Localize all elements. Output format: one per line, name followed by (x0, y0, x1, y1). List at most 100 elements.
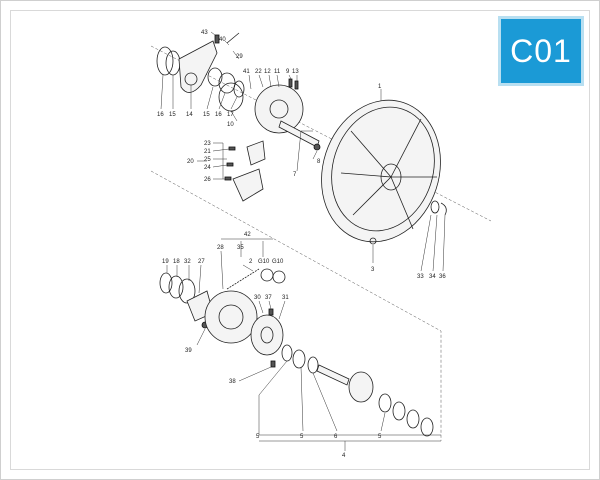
label-27: 27 (198, 259, 205, 265)
part-number-labels: 43 40 29 41 22 12 11 9 13 16 15 14 15 16… (157, 30, 446, 459)
label-16a: 16 (157, 112, 164, 118)
label-36: 36 (439, 274, 446, 280)
seal-5a (281, 344, 293, 362)
spacer-33 (430, 200, 440, 214)
label-18: 18 (173, 259, 180, 265)
label-39: 39 (185, 348, 192, 354)
chain-2 (226, 268, 260, 290)
label-11: 11 (274, 69, 281, 75)
bearing-32 (178, 278, 196, 304)
label-g10b: G10 (272, 259, 284, 265)
label-6: 6 (334, 434, 338, 440)
circlip-end (420, 417, 434, 437)
label-25: 25 (204, 157, 211, 163)
wheel-rim-inner (331, 106, 435, 232)
label-12: 12 (264, 69, 271, 75)
bolt-43 (214, 34, 220, 44)
label-3: 3 (371, 267, 375, 273)
label-30: 30 (254, 295, 261, 301)
label-14: 14 (186, 112, 193, 118)
bolt-38 (270, 360, 276, 368)
label-15a: 15 (169, 112, 176, 118)
brake-pads (246, 140, 266, 166)
pin-40 (226, 32, 240, 44)
section-code-badge: C01 (498, 16, 584, 86)
guide-line-bottom (150, 170, 442, 441)
spring-24 (226, 162, 234, 167)
ring-end (406, 409, 420, 429)
sprocket-carrier (250, 314, 284, 356)
wheel-spokes (340, 118, 437, 230)
ring-18 (168, 275, 184, 299)
label-10: 10 (227, 122, 234, 128)
label-32: 32 (184, 259, 191, 265)
seal-16 (218, 72, 236, 94)
bolt-13 (294, 80, 299, 90)
carrier-bore (260, 326, 274, 344)
disc-hub (269, 99, 289, 119)
brake-caliper (232, 168, 264, 202)
label-29: 29 (236, 54, 243, 60)
label-17: 17 (227, 112, 234, 118)
nut-8 (313, 143, 321, 151)
label-28: 28 (217, 245, 224, 251)
label-2: 2 (249, 259, 253, 265)
label-42: 42 (244, 232, 251, 238)
valve-3 (369, 237, 377, 245)
label-g10a: G10 (258, 259, 270, 265)
bearing-5b (378, 393, 392, 413)
label-13: 13 (292, 69, 299, 75)
sprocket-bore (218, 304, 244, 330)
label-24: 24 (204, 165, 211, 171)
label-26: 26 (204, 177, 211, 183)
label-16b: 16 (215, 112, 222, 118)
label-4: 4 (342, 453, 346, 459)
circlip-19 (159, 272, 173, 294)
bleeder-26 (224, 176, 232, 181)
label-35: 35 (237, 245, 244, 251)
bolt-9 (288, 78, 293, 88)
label-20: 20 (187, 159, 194, 165)
guide-line-top (150, 45, 492, 222)
label-8: 8 (317, 159, 321, 165)
label-43: 43 (201, 30, 208, 36)
spacer-tube (316, 364, 350, 386)
bearing-5 (292, 349, 306, 369)
pin-21 (228, 146, 236, 151)
rear-wheel (321, 99, 441, 243)
label-15b: 15 (203, 112, 210, 118)
label-1: 1 (378, 84, 382, 90)
label-38: 38 (229, 379, 236, 385)
label-40: 40 (219, 37, 226, 43)
label-21: 21 (204, 149, 211, 155)
rear-sprocket (204, 290, 258, 344)
label-5c: 5 (378, 434, 382, 440)
label-22: 22 (255, 69, 262, 75)
diagram-border (10, 10, 590, 470)
label-33: 33 (417, 274, 424, 280)
gear-g10-a (260, 268, 274, 282)
label-19: 19 (162, 259, 169, 265)
bearing-17 (233, 80, 245, 98)
label-34: 34 (429, 274, 436, 280)
label-41: 41 (243, 69, 250, 75)
hub-core (348, 371, 374, 403)
leader-lines (160, 31, 446, 436)
label-5b: 5 (300, 434, 304, 440)
circlip-16 (156, 46, 174, 76)
brake-disc (254, 84, 304, 134)
label-5a: 5 (256, 434, 260, 440)
label-23: 23 (204, 141, 211, 147)
label-7: 7 (293, 172, 297, 178)
label-31: 31 (282, 295, 289, 301)
label-37: 37 (265, 295, 272, 301)
bolt-37 (268, 308, 274, 316)
label-9: 9 (286, 69, 290, 75)
gear-g10-b (272, 270, 286, 284)
washer-15 (207, 67, 223, 87)
seal-5c (392, 401, 406, 421)
axle-7 (278, 120, 320, 148)
spacer-6 (307, 356, 319, 374)
